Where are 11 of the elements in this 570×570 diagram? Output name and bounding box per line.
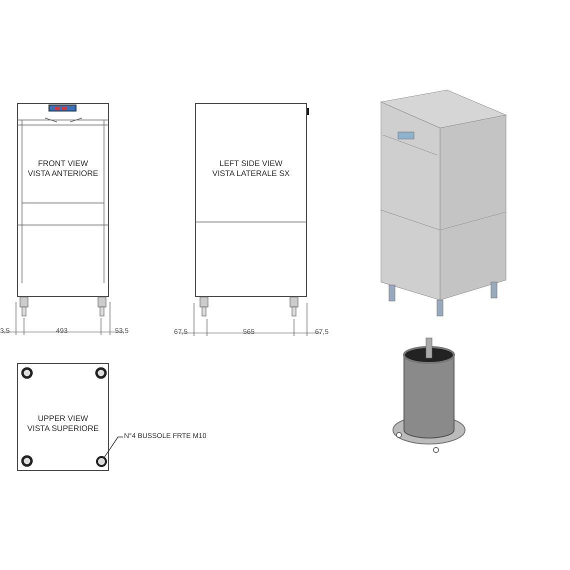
front-view-box — [17, 103, 109, 297]
view-label: VISTA LATERALE SX — [211, 169, 291, 179]
top-view-box — [17, 363, 109, 471]
side-view-box — [195, 103, 307, 297]
bushing-icon — [96, 456, 107, 467]
view-label: FRONT VIEW — [36, 159, 90, 169]
view-label: VISTA ANTERIORE — [26, 169, 100, 179]
view-label: LEFT SIDE VIEW — [218, 159, 284, 169]
leader-line — [104, 436, 124, 458]
view-label: VISTA SUPERIORE — [26, 424, 100, 434]
view-label: UPPER VIEW — [36, 414, 90, 424]
